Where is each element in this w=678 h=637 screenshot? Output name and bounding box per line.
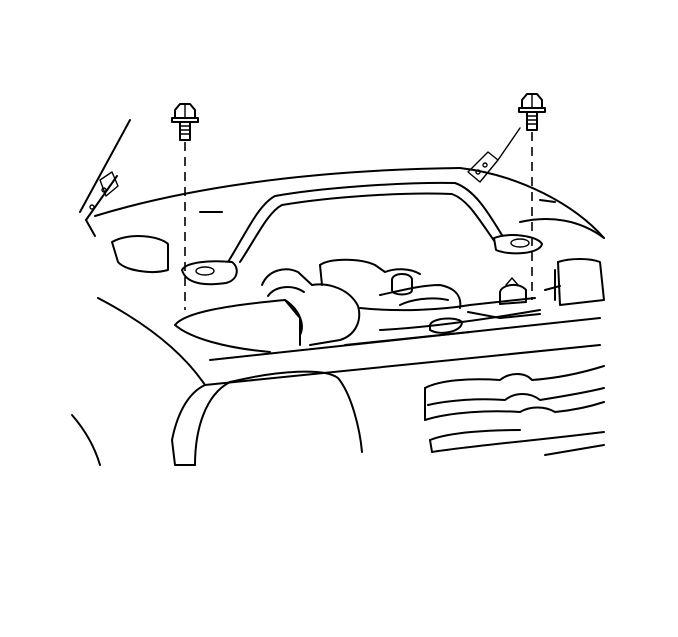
right-inner-panel <box>519 217 605 306</box>
hood-panel <box>79 119 131 237</box>
cowl-outline <box>94 167 605 239</box>
left-lamp <box>111 235 169 273</box>
strut-brace-bar <box>181 181 543 286</box>
fender-grille <box>71 297 605 466</box>
hood-hinge-right <box>467 127 521 183</box>
bolt-left <box>171 103 199 141</box>
bolt-right <box>518 93 546 131</box>
